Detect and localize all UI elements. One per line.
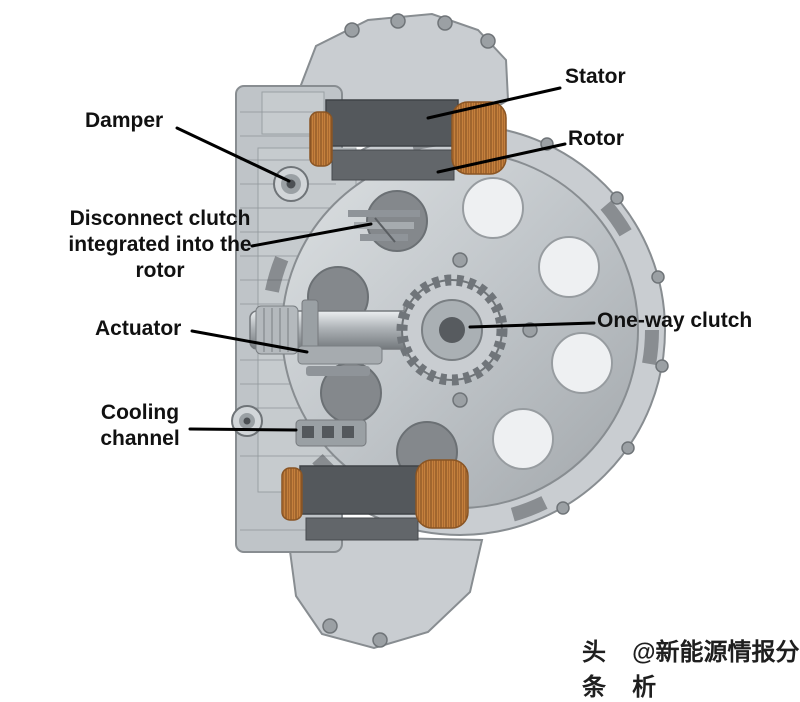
label-actuator: Actuator bbox=[95, 317, 182, 340]
motor-cross-section-illustration bbox=[175, 12, 669, 650]
leader-one-way-clutch bbox=[468, 321, 596, 329]
stator-bottom-stack bbox=[281, 459, 469, 541]
disconnect-clutch-parts bbox=[348, 210, 420, 243]
label-disconnect-line2: integrated into the bbox=[68, 233, 252, 256]
lower-bearing bbox=[231, 405, 263, 437]
label-disconnect-line1: Disconnect clutch bbox=[69, 207, 251, 230]
actuator-parts bbox=[297, 345, 383, 376]
leader-lines bbox=[175, 86, 596, 432]
label-stator: Stator bbox=[565, 65, 626, 88]
leader-damper bbox=[175, 126, 291, 183]
label-cooling-line1: Cooling bbox=[100, 401, 180, 424]
one-way-clutch-gear bbox=[396, 274, 508, 386]
leader-disconnect bbox=[250, 222, 373, 248]
cooling-channel-parts bbox=[295, 419, 367, 447]
leader-rotor bbox=[436, 142, 567, 174]
label-rotor: Rotor bbox=[568, 127, 624, 150]
diagram-stage: Damper Stator Rotor Disconnect clutch in… bbox=[62, 12, 800, 701]
label-disconnect-clutch: Disconnect clutch integrated into the ro… bbox=[62, 206, 258, 284]
leader-cooling bbox=[188, 427, 298, 432]
watermark-brand: 头条 bbox=[582, 639, 606, 701]
label-one-way-clutch: One-way clutch bbox=[597, 309, 753, 332]
leader-stator bbox=[426, 86, 562, 120]
housing-bolts bbox=[322, 13, 669, 648]
leader-actuator bbox=[190, 329, 309, 354]
label-cooling-channel: Cooling channel bbox=[88, 400, 192, 452]
watermark: 头条 @新能源情报分析 bbox=[582, 632, 800, 702]
label-damper: Damper bbox=[85, 109, 164, 132]
stator-top-stack bbox=[309, 99, 507, 181]
watermark-handle: @新能源情报分析 bbox=[632, 639, 800, 701]
damper-bearing bbox=[273, 166, 309, 202]
label-disconnect-line3: rotor bbox=[135, 259, 185, 282]
label-cooling-line2: channel bbox=[100, 427, 180, 450]
